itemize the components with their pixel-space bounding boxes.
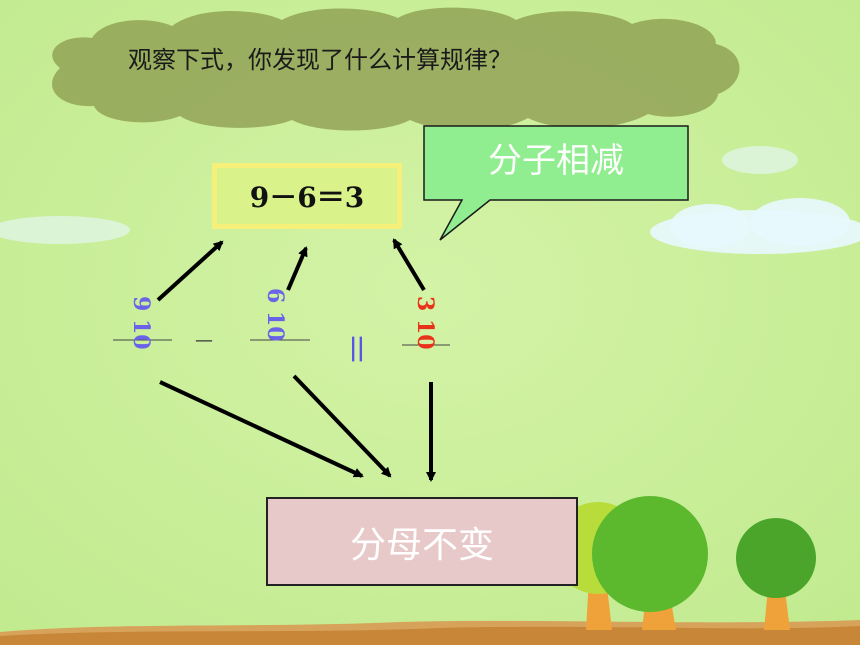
minus-sign: — bbox=[195, 330, 213, 351]
callout-denominator-unchanged: 分母不变 bbox=[349, 524, 494, 566]
arrow-result-to-equation bbox=[392, 238, 426, 292]
arrow-second-to-bottom bbox=[292, 374, 392, 478]
question-text: 观察下式，你发现了什么计算规律？ bbox=[128, 46, 512, 74]
fraction-second: 6 10 bbox=[262, 288, 288, 342]
arrow-first-to-equation bbox=[156, 240, 224, 302]
background-cloud-right bbox=[650, 146, 860, 254]
arrow-first-to-bottom bbox=[159, 380, 364, 478]
background-cloud-left bbox=[0, 216, 130, 244]
thought-cloud bbox=[52, 7, 740, 131]
arrow-second-to-equation bbox=[286, 246, 308, 291]
denominator-unchanged-box: 分母不变 bbox=[266, 497, 578, 586]
equals-sign: ＝ bbox=[335, 332, 375, 366]
callout-bubble bbox=[423, 125, 689, 241]
numerator-equation: 9－6＝3 bbox=[249, 181, 365, 214]
fraction-first: 9 10 bbox=[128, 296, 154, 350]
fraction-result: 3 10 bbox=[412, 296, 438, 350]
callout-numerator-subtract: 分子相减 bbox=[488, 140, 624, 181]
numerator-equation-box: 9－6＝3 bbox=[212, 163, 402, 229]
